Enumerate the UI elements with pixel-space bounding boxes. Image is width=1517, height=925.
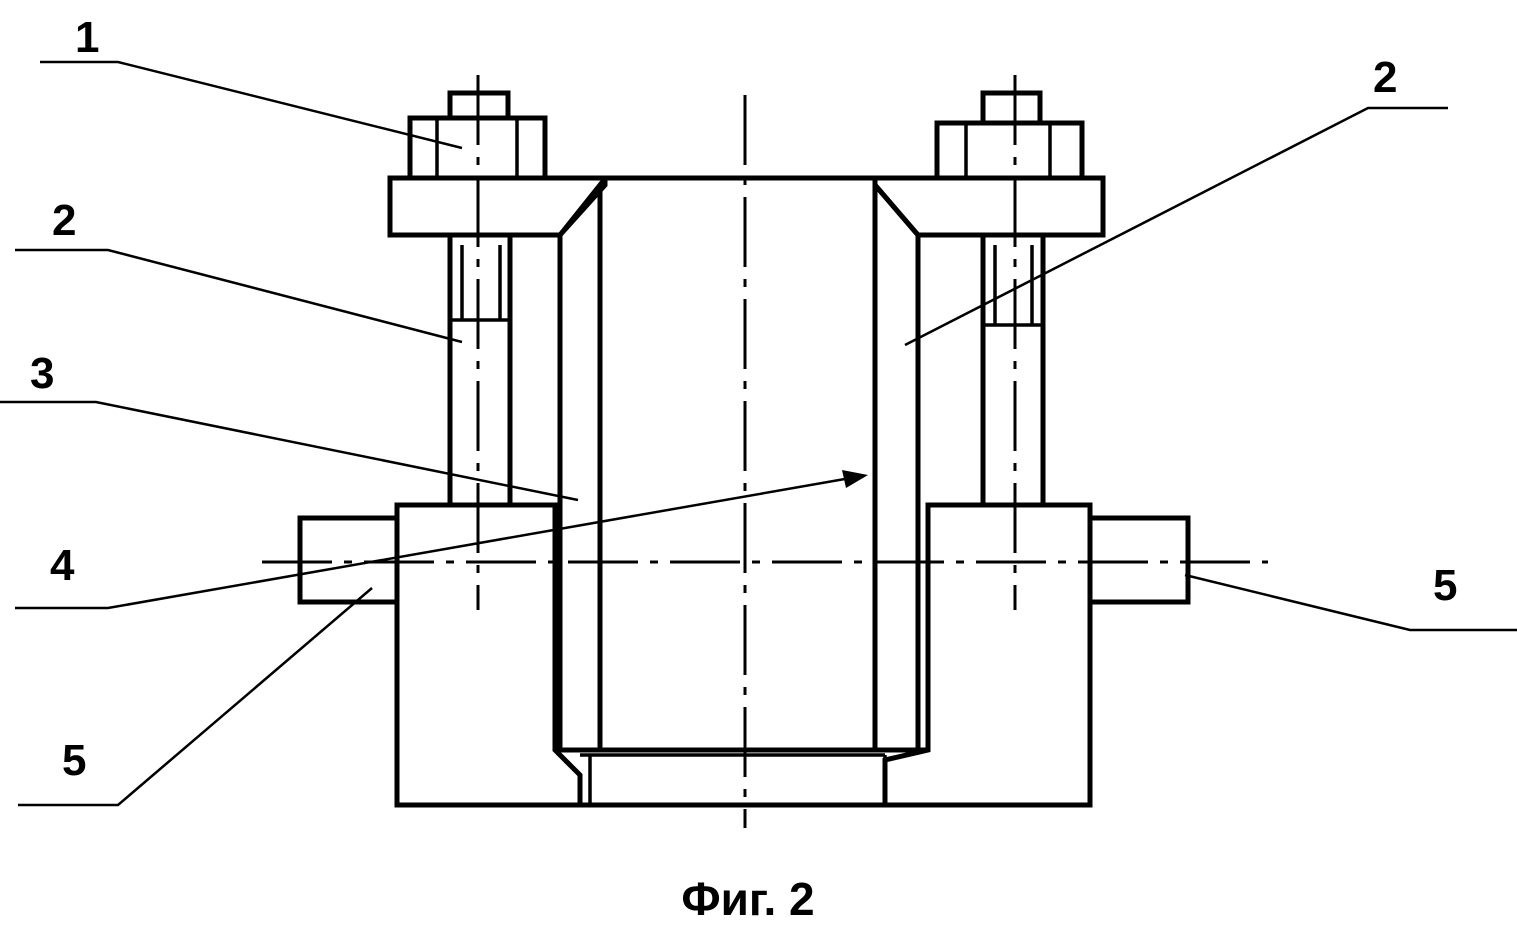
bolt-right: [934, 90, 1085, 508]
figure-caption: Фиг. 2: [681, 873, 814, 925]
part-labels: 1 2 2 3 4 5 5: [30, 13, 1457, 785]
label-3: 3: [30, 349, 54, 398]
label-5-left: 5: [62, 736, 86, 785]
leader-lines: [0, 60, 1517, 807]
sleeve-tube: [555, 177, 928, 753]
label-2-left: 2: [52, 196, 76, 245]
label-5-right: 5: [1433, 561, 1457, 610]
label-4: 4: [50, 541, 75, 590]
label-2-right: 2: [1373, 53, 1397, 102]
label-1: 1: [75, 13, 99, 62]
side-pin-left: [297, 515, 400, 605]
center-lines: [262, 75, 1268, 828]
side-pin-right: [1087, 515, 1191, 605]
